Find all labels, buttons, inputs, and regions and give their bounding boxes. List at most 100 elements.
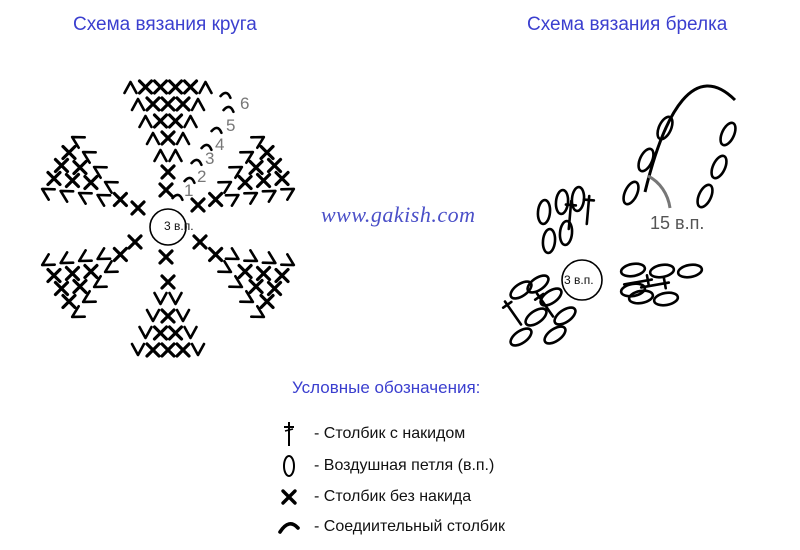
chain-stitch-mark [539,287,563,307]
keychain-diagram [501,84,737,347]
increase-mark [103,180,119,195]
chain-stitch-mark [676,263,704,279]
row-number-3: 3 [205,149,214,168]
increase-mark [81,289,97,304]
slip-stitch-mark [190,158,203,167]
keychain-diagram-title: Схема вязания брелка [527,14,728,35]
increase-mark [40,253,56,267]
double-crochet-mark [582,194,596,226]
keychain-chain-count: 15 в.п. [650,213,704,233]
chain-stitch-mark [710,154,728,180]
increase-mark [224,193,240,207]
increase-mark [175,131,191,146]
chain-stitch-mark [541,227,557,255]
chain-stitch-mark [719,121,737,147]
double-crochet-mark [564,199,578,231]
single-crochet-mark [160,274,176,290]
circle-center-label: 3 в.п. [164,219,194,233]
increase-mark [96,193,112,207]
chain-stitch-mark [524,307,548,327]
circle-diagram-title: Схема вязания круга [73,14,257,35]
single-crochet-mark [237,263,253,280]
legend-label: - Воздушная петля (в.п.) [314,457,495,474]
increase-mark [198,80,213,95]
increase-mark [77,191,93,205]
single-crochet-mark [152,325,169,341]
increase-mark [153,148,168,163]
increase-mark [190,342,206,357]
single-crochet-mark [274,267,290,284]
chain-stitch-mark [526,274,550,294]
single-crochet-mark [152,79,169,95]
increase-mark [130,97,146,112]
single-crochet-mark [175,342,191,358]
increase-mark [224,247,240,261]
legend-item-chain-stitch: - Воздушная петля (в.п.) [276,453,494,479]
single-crochet-mark [53,157,70,174]
single-crochet-mark [53,280,70,297]
chain-stitch-mark [509,327,533,347]
increase-mark [280,187,296,201]
single-crochet-mark [130,200,146,216]
single-crochet-mark [248,278,264,295]
slip-stitch-mark [183,176,196,185]
single-crochet-mark [259,144,275,161]
increase-mark [183,114,198,129]
increase-mark [243,191,259,205]
single-crochet-mark [127,234,143,250]
increase-mark [168,291,183,306]
single-crochet-mark [167,79,184,95]
increase-mark [103,259,119,274]
single-crochet-mark [259,293,275,310]
chain-stitch-mark [648,263,676,279]
single-crochet-mark [160,308,176,324]
slip-stitch-mark [222,105,235,114]
single-crochet-mark [160,130,176,146]
keychain-chain-arc [643,84,737,193]
increase-mark [153,291,168,306]
single-crochet-mark [160,342,176,358]
slip-stitch-icon [276,514,302,540]
increase-mark [59,189,75,203]
increase-mark [175,308,191,323]
increase-mark [70,304,86,319]
single-crochet-mark [61,144,77,161]
chain-stitch-mark [656,115,674,141]
increase-mark [228,274,244,289]
single-crochet-mark [145,342,161,358]
increase-mark [40,187,56,201]
chain-stitch-mark [637,147,655,173]
increase-mark [183,325,198,340]
increase-mark [261,189,277,203]
single-crochet-mark [137,79,154,95]
single-crochet-mark [192,234,208,250]
increase-mark [138,325,153,340]
increase-mark [280,253,296,267]
increase-mark [77,249,93,263]
single-crochet-mark [248,159,264,176]
increase-mark [228,165,244,180]
single-crochet-mark [64,172,81,189]
increase-mark [145,308,161,323]
increase-mark [168,148,183,163]
legend-label: - Столбик с накидом [314,425,466,442]
chain-stitch-mark [627,289,655,305]
single-crochet-mark [237,174,253,191]
increase-mark [190,97,206,112]
slip-stitch-mark [200,143,213,152]
single-crochet-mark [255,172,272,189]
chain-stitch-mark [619,262,647,278]
increase-mark [261,251,277,265]
slip-stitch-mark [219,91,232,100]
row-number-1: 1 [184,181,193,200]
increase-mark [243,249,259,263]
chain-stitch-mark [553,306,577,326]
double-crochet-mark [639,277,671,290]
circle-center-ring [149,208,187,246]
single-crochet-mark [158,182,174,198]
single-crochet-mark [72,278,88,295]
circle-diagram [40,79,296,358]
single-crochet-mark [112,246,128,263]
single-crochet-mark [167,113,184,129]
row-number-4: 4 [215,135,224,154]
